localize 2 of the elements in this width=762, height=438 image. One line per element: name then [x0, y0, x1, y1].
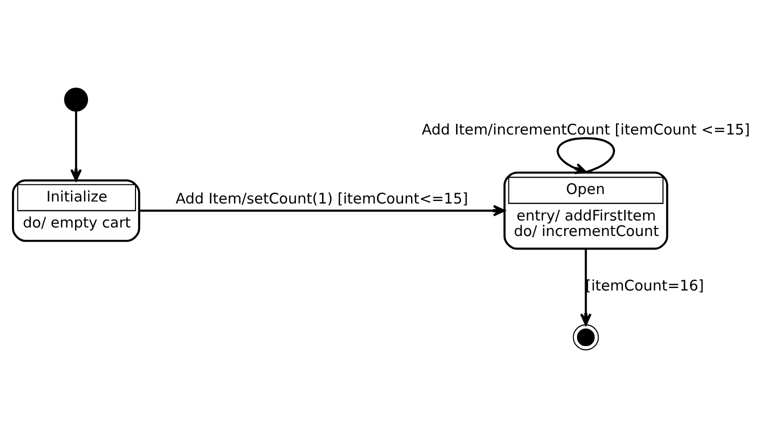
edge-label: Add Item/incrementCount [itemCount <=15]	[422, 121, 750, 138]
edge-label: Add Item/setCount(1) [itemCount<=15]	[176, 190, 468, 208]
